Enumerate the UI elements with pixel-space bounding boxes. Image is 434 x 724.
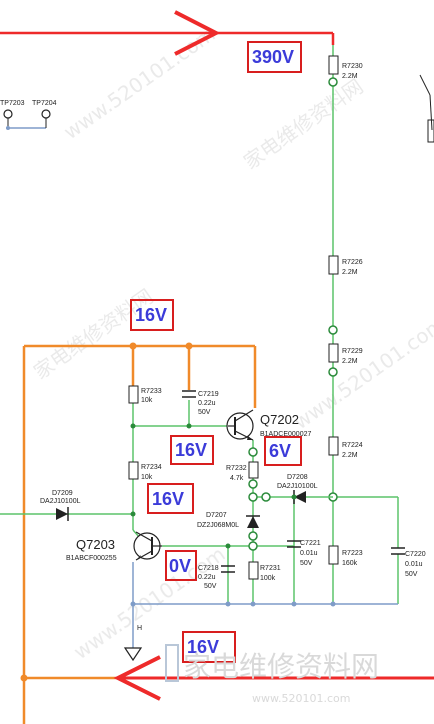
watermark-brand: 家电维修资料网 xyxy=(239,74,367,174)
tp7204-label: TP7204 xyxy=(32,100,57,107)
resistor-r7226: R7226 2.2M xyxy=(328,255,363,276)
svg-text:16V: 16V xyxy=(187,637,219,657)
resistor-r7223: R7223 160k xyxy=(328,545,363,567)
svg-text:Q7203: Q7203 xyxy=(76,537,115,552)
svg-text:D7207: D7207 xyxy=(206,512,227,519)
svg-text:DA2J10100L: DA2J10100L xyxy=(277,483,318,490)
resistor-r7232: R7232 4.7k xyxy=(226,461,259,482)
svg-text:R7234: R7234 xyxy=(141,464,162,471)
svg-text:C7220: C7220 xyxy=(405,551,426,558)
svg-text:B1ABCF000255: B1ABCF000255 xyxy=(66,555,117,562)
svg-text:R7223: R7223 xyxy=(342,550,363,557)
testpoints: TP7203 TP7204 xyxy=(0,100,57,130)
ground-label: H xyxy=(137,625,142,632)
voltage-16v-bus: 16V xyxy=(130,299,174,331)
svg-text:2.2M: 2.2M xyxy=(342,452,358,459)
svg-text:2.2M: 2.2M xyxy=(342,73,358,80)
svg-text:DA2J10100L: DA2J10100L xyxy=(40,498,81,505)
voltage-6v: 6V xyxy=(264,436,302,466)
testpoint-tp7204[interactable] xyxy=(41,109,51,119)
svg-text:10k: 10k xyxy=(141,397,153,404)
resistor-r7231: R7231 100k xyxy=(248,561,281,582)
svg-text:DZ2J068M0L: DZ2J068M0L xyxy=(197,522,239,529)
resistor-r7230: R7230 2.2M xyxy=(328,55,363,80)
svg-text:10k: 10k xyxy=(141,474,153,481)
svg-text:0.22u: 0.22u xyxy=(198,400,216,407)
capacitor-c7218: C7218 0.22u 50V xyxy=(198,565,235,590)
svg-text:2.2M: 2.2M xyxy=(342,269,358,276)
svg-text:C7221: C7221 xyxy=(300,540,321,547)
svg-text:D7208: D7208 xyxy=(287,474,308,481)
zener-d7207: D7207 DZ2J068M0L xyxy=(197,512,260,529)
transistor-q7202: Q7202 B1ADCE000027 xyxy=(226,409,311,441)
svg-text:C7219: C7219 xyxy=(198,391,219,398)
svg-text:50V: 50V xyxy=(300,560,313,567)
svg-text:100k: 100k xyxy=(260,575,276,582)
voltage-0v: 0V xyxy=(165,550,197,581)
svg-text:Q7202: Q7202 xyxy=(260,412,299,427)
hv-divider xyxy=(332,45,399,604)
resistor-r7224: R7224 2.2M xyxy=(328,436,363,459)
svg-text:C7218: C7218 xyxy=(198,565,219,572)
svg-text:R7232: R7232 xyxy=(226,465,247,472)
resistor-r7233: R7233 10k xyxy=(128,385,162,404)
voltage-16v-q7202: 16V xyxy=(170,435,214,465)
svg-text:2.2M: 2.2M xyxy=(342,358,358,365)
node-r7229-bottom xyxy=(328,367,338,377)
node-bus-left xyxy=(129,342,137,350)
svg-text:R7230: R7230 xyxy=(342,63,363,70)
top-rail xyxy=(0,10,335,56)
svg-text:160k: 160k xyxy=(342,560,358,567)
diode-d7209: D7209 DA2J10100L xyxy=(40,490,81,521)
right-edge-wiring xyxy=(419,74,434,143)
svg-text:0.01u: 0.01u xyxy=(300,550,318,557)
svg-text:R7231: R7231 xyxy=(260,565,281,572)
voltage-16v-bottom: 16V xyxy=(182,631,236,663)
svg-text:16V: 16V xyxy=(135,305,167,325)
capacitor-c7220: C7220 0.01u 50V xyxy=(391,547,426,578)
svg-text:50V: 50V xyxy=(204,583,217,590)
capacitor-c7221: C7221 0.01u 50V xyxy=(287,540,321,567)
svg-text:50V: 50V xyxy=(198,409,211,416)
transistor-q7203: Q7203 B1ABCF000255 xyxy=(66,531,162,562)
svg-text:R7229: R7229 xyxy=(342,348,363,355)
watermark-logo-text: 家电维修资料网 xyxy=(183,650,379,683)
diode-d7208: D7208 DA2J10100L xyxy=(277,474,318,504)
bottom-rail xyxy=(20,655,434,701)
node-bus-right xyxy=(185,342,193,350)
svg-text:D7209: D7209 xyxy=(52,490,73,497)
svg-text:6V: 6V xyxy=(269,441,291,461)
watermark-url: www.520101.com xyxy=(59,22,219,144)
svg-text:50V: 50V xyxy=(405,571,418,578)
testpoint-tp7203[interactable] xyxy=(3,109,13,119)
node-r7229-top xyxy=(328,325,338,335)
bus-16v xyxy=(22,344,257,724)
watermark: www.520101.com 家电维修资料网 家电维修资料网 www.52010… xyxy=(29,22,434,664)
svg-text:R7233: R7233 xyxy=(141,388,162,395)
svg-text:4.7k: 4.7k xyxy=(230,475,244,482)
svg-text:16V: 16V xyxy=(152,489,184,509)
watermark-logo: 家电维修资料网 www.520101.com xyxy=(165,644,379,705)
svg-text:390V: 390V xyxy=(252,47,294,67)
svg-text:R7226: R7226 xyxy=(342,259,363,266)
svg-text:16V: 16V xyxy=(175,440,207,460)
svg-text:B1ADCE000027: B1ADCE000027 xyxy=(260,431,311,438)
capacitor-c7219: C7219 0.22u 50V xyxy=(182,390,219,416)
svg-text:0.01u: 0.01u xyxy=(405,561,423,568)
node-r7230-bottom xyxy=(328,77,338,87)
ground-symbol: H xyxy=(123,625,143,662)
watermark-url-2: www.520101.com xyxy=(289,312,434,434)
tp7203-label: TP7203 xyxy=(0,100,25,107)
watermark-logo-url: www.520101.com xyxy=(252,692,350,705)
svg-text:R7224: R7224 xyxy=(342,442,363,449)
resistor-r7229: R7229 2.2M xyxy=(328,343,363,365)
voltage-390v: 390V xyxy=(247,41,302,73)
ground-junctions xyxy=(130,601,336,607)
voltage-16v-q7203: 16V xyxy=(147,483,194,514)
svg-text:0V: 0V xyxy=(169,556,191,576)
resistor-r7234: R7234 10k xyxy=(128,461,162,481)
svg-text:0.22u: 0.22u xyxy=(198,574,216,581)
ground-rail xyxy=(132,562,398,648)
